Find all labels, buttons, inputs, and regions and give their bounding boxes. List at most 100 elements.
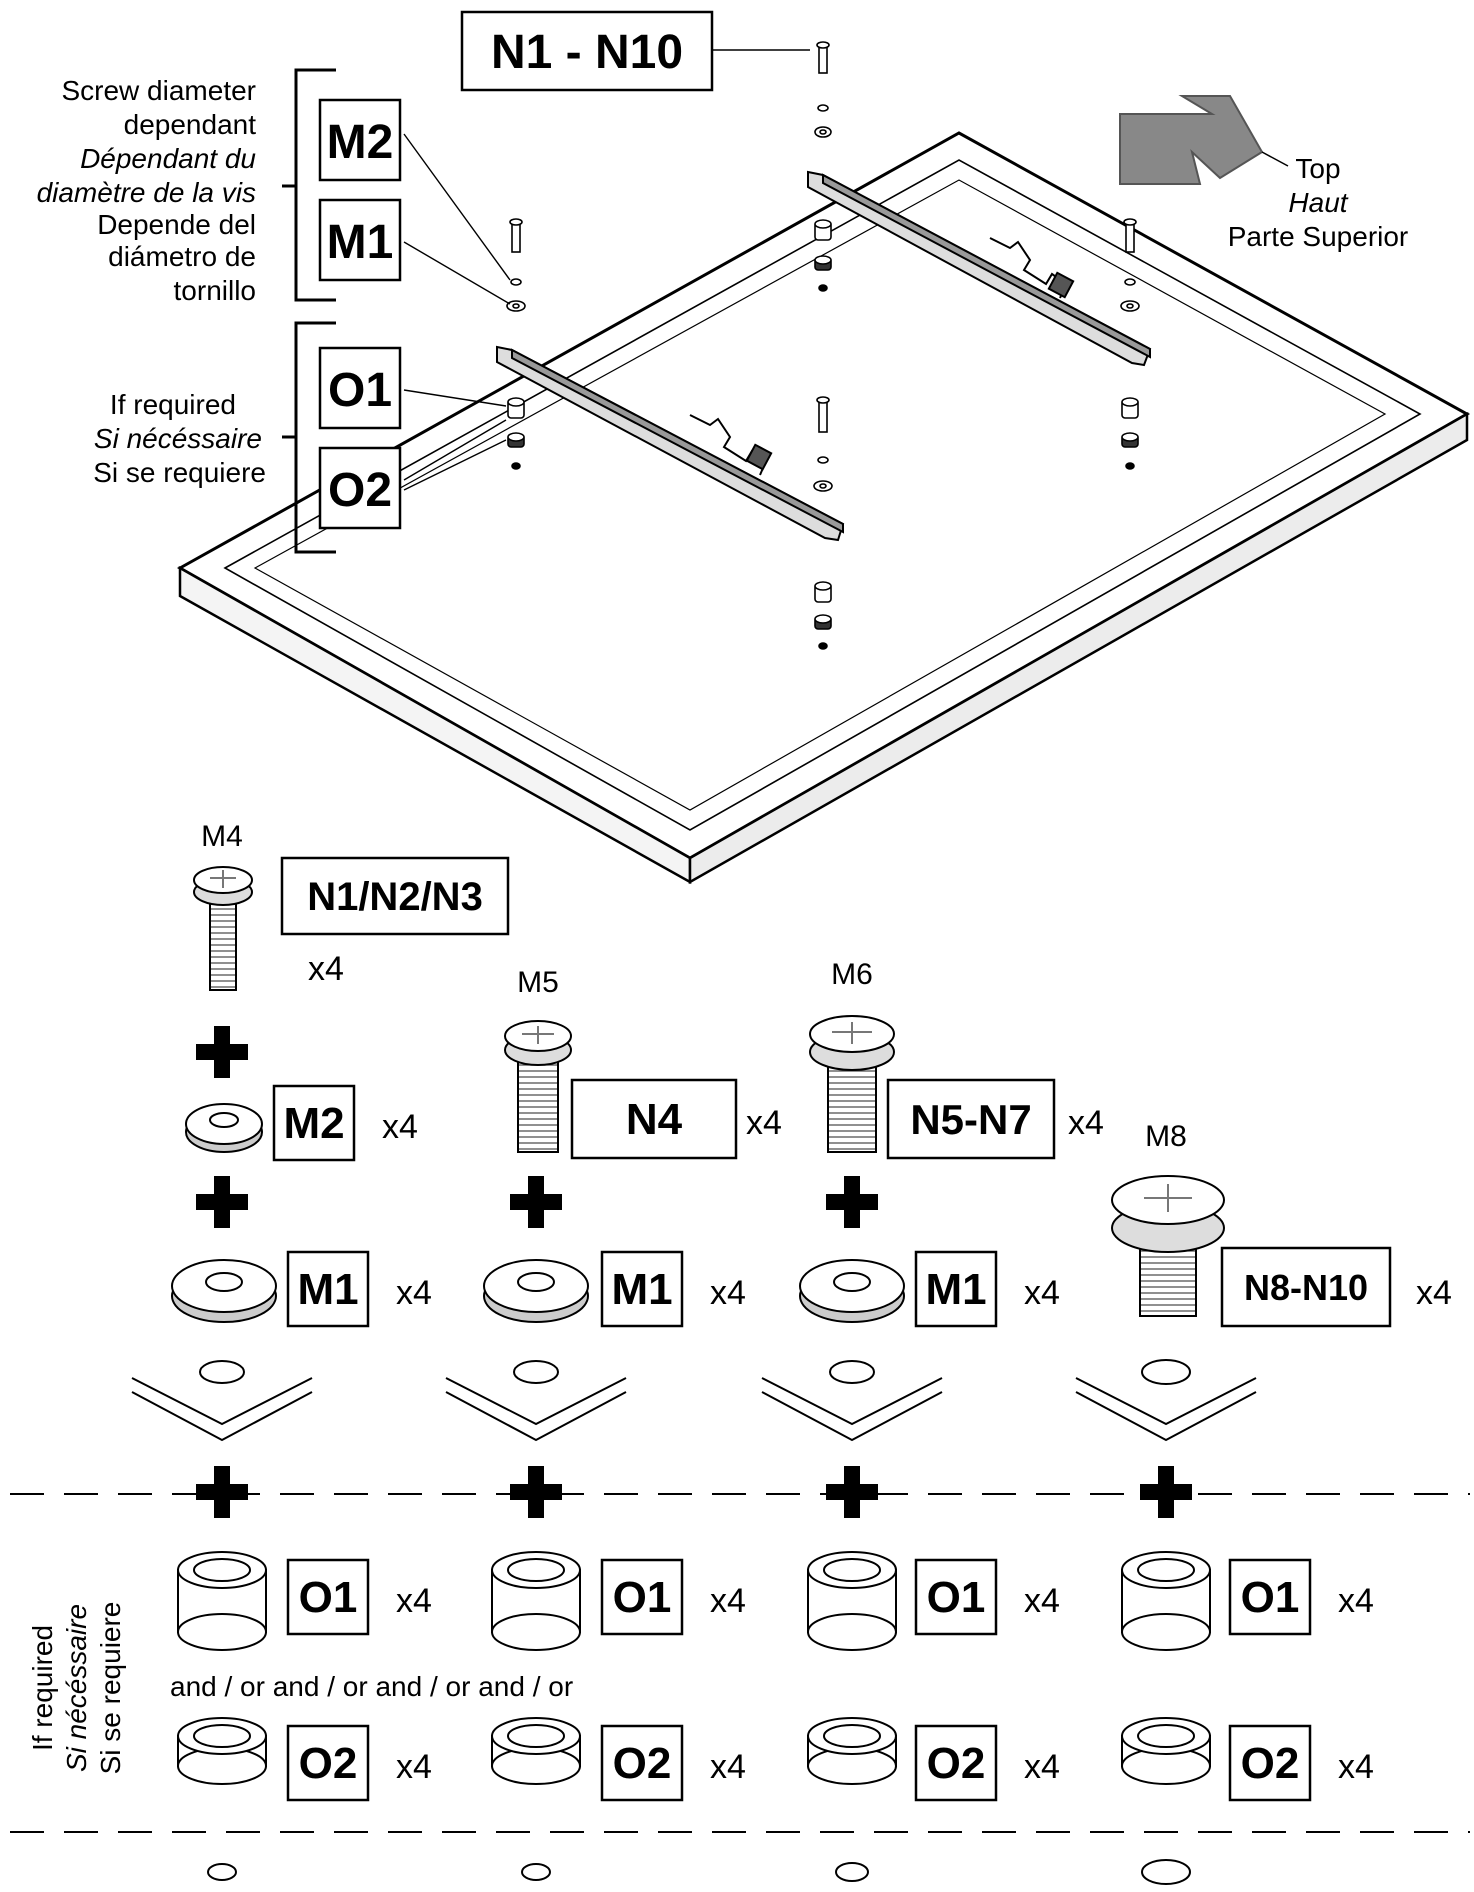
svg-text:Si se requiere: Si se requiere: [93, 457, 266, 488]
svg-text:Si se requiere: Si se requiere: [95, 1602, 126, 1775]
size-label-m5: M5: [517, 966, 559, 999]
spacer-o2-qty-m8: x4: [1338, 1748, 1374, 1786]
part-label-o1-top: O1: [328, 364, 392, 417]
washer-qty-m5: x4: [710, 1274, 746, 1312]
spacer-o1-qty-m5: x4: [710, 1582, 746, 1620]
svg-text:If required: If required: [27, 1625, 58, 1751]
panel-hole-icon: [1075, 1359, 1257, 1442]
screw-m5: [504, 1020, 572, 1153]
exploded-hardware: [506, 41, 1140, 650]
screw-m6: [809, 1015, 895, 1153]
svg-text:dependant: dependant: [124, 109, 257, 140]
screw-m4: [193, 866, 253, 991]
panel-hole-icon: [761, 1360, 943, 1442]
callout-n1-n10: N1 - N10: [491, 26, 683, 79]
plus-sign: [196, 1176, 248, 1228]
spacer-o1: [491, 1551, 581, 1651]
right-bracket: [807, 170, 1152, 367]
column-m8: M8 N8-N10 x4 O1 x4: [1075, 1120, 1452, 1885]
spacer-o2: [491, 1717, 581, 1785]
column-m4: M4 N1/N2/N3 x4 M2 x4 M1 x4: [131, 820, 510, 1881]
part-label-m1-top: M1: [327, 216, 394, 269]
spacer-code-o2: O2: [613, 1739, 672, 1788]
note-brackets: [282, 68, 336, 554]
screw-code-n5-n7: N5-N7: [910, 1096, 1031, 1143]
plus-sign: [196, 1026, 248, 1078]
screw-qty-m5: x4: [746, 1104, 782, 1142]
plus-sign: [510, 1176, 562, 1228]
plus-sign: [1140, 1466, 1192, 1518]
washer-qty-m6: x4: [1024, 1274, 1060, 1312]
svg-text:Si nécéssaire: Si nécéssaire: [61, 1604, 92, 1772]
washer-m1: [171, 1259, 277, 1323]
spacer-o2-qty-m6: x4: [1024, 1748, 1060, 1786]
and-or-label: and / or and / or and / or and / or: [170, 1671, 573, 1702]
spacer-code-o1: O1: [927, 1573, 986, 1622]
left-bracket: [496, 345, 845, 542]
panel-hole-icon: [131, 1360, 313, 1442]
screw-code-n8-n10: N8-N10: [1244, 1267, 1368, 1308]
spacer-o2-qty-m5: x4: [710, 1748, 746, 1786]
plus-sign: [196, 1466, 248, 1518]
washer-m1: [799, 1259, 905, 1323]
washer-small-qty-m4: x4: [382, 1108, 418, 1146]
top-direction-arrow: [1119, 95, 1289, 185]
spacer-code-o2: O2: [299, 1739, 358, 1788]
svg-text:diamètre de la vis: diamètre de la vis: [37, 177, 256, 208]
svg-text:Depende del: Depende del: [97, 209, 256, 240]
top-part-boxes: [318, 10, 714, 530]
column-m5: M5 N4 x4 M1 x4: [445, 966, 782, 1881]
part-label-o2-top: O2: [328, 464, 392, 517]
spacer-o2-qty-m4: x4: [396, 1748, 432, 1786]
washer-code-m1: M1: [925, 1265, 986, 1314]
washer-code-m1: M1: [611, 1265, 672, 1314]
washer-code-m1: M1: [297, 1265, 358, 1314]
spacer-code-o1: O1: [1241, 1573, 1300, 1622]
spacer-o1: [177, 1551, 267, 1651]
spacer-o1-qty-m6: x4: [1024, 1582, 1060, 1620]
washer-qty-m4: x4: [396, 1274, 432, 1312]
spacer-o1-qty-m8: x4: [1338, 1582, 1374, 1620]
panel-hole-icon: [445, 1360, 627, 1442]
svg-text:Screw diameter: Screw diameter: [61, 75, 256, 106]
spacer-code-o1: O1: [613, 1573, 672, 1622]
plus-sign: [826, 1466, 878, 1518]
tv-panel: [176, 131, 1471, 885]
washer-m1: [483, 1259, 589, 1323]
screw-code-n4: N4: [626, 1095, 683, 1144]
size-label-m6: M6: [831, 958, 873, 991]
washer-small-code-m2: M2: [283, 1099, 344, 1148]
screw-qty-m4: x4: [308, 950, 344, 988]
screw-qty-m6: x4: [1068, 1104, 1104, 1142]
screw-qty-m8: x4: [1416, 1274, 1452, 1312]
spacer-code-o2: O2: [927, 1739, 986, 1788]
screw-m8: [1111, 1175, 1225, 1317]
leader-lines: [403, 49, 810, 491]
diameter-note: Screw diameter dependant Dépendant du di…: [37, 75, 257, 306]
side-required-note: If required Si nécéssaire Si se requiere: [27, 1602, 126, 1775]
svg-text:diámetro de: diámetro de: [108, 241, 256, 272]
direction-label-en: Top: [1295, 153, 1340, 184]
plus-sign: [510, 1466, 562, 1518]
spacer-o2: [177, 1717, 267, 1785]
part-label-m2-top: M2: [327, 116, 394, 169]
washer-small-m2: [185, 1103, 263, 1153]
spacer-o1: [807, 1551, 897, 1651]
direction-label-fr: Haut: [1288, 187, 1348, 218]
plus-sign: [826, 1176, 878, 1228]
spacer-o2: [1121, 1717, 1211, 1785]
svg-text:If required: If required: [110, 389, 236, 420]
size-label-m8: M8: [1145, 1120, 1187, 1153]
svg-text:Dépendant du: Dépendant du: [80, 143, 256, 174]
screw-code-n1-n3: N1/N2/N3: [307, 875, 483, 919]
svg-text:Si nécéssaire: Si nécéssaire: [94, 423, 262, 454]
spacer-code-o1: O1: [299, 1573, 358, 1622]
required-note: If required Si nécéssaire Si se requiere: [93, 389, 266, 488]
spacer-o1-qty-m4: x4: [396, 1582, 432, 1620]
spacer-o2: [807, 1717, 897, 1785]
spacer-code-o2: O2: [1241, 1739, 1300, 1788]
svg-text:tornillo: tornillo: [174, 275, 256, 306]
column-m6: M6 N5-N7 x4 M1 x4: [761, 958, 1104, 1882]
size-label-m4: M4: [201, 820, 243, 853]
